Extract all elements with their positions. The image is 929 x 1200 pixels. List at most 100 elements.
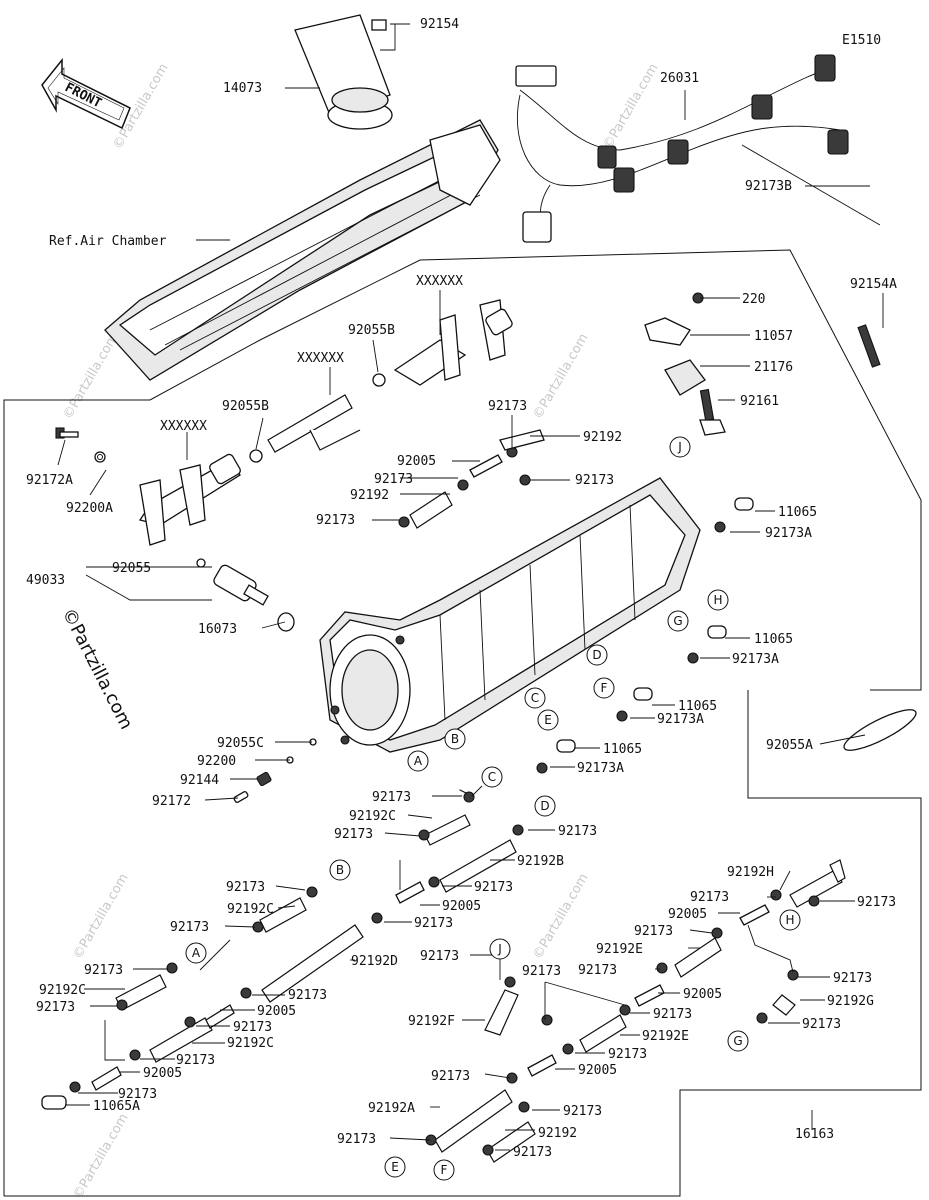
label-xxxxxx-rail: XXXXXX [416,274,463,289]
watermark-main: ©Partzilla.com [58,605,137,733]
label-92200a: 92200A [66,501,113,516]
label-92173-g1: 92173 [833,971,872,986]
label-92173-a2: 92173 [36,1000,75,1015]
svg-text:C: C [531,691,539,705]
label-92173-e4: 92173 [563,1104,602,1119]
label-92192-top: 92192 [583,430,622,445]
t-fittings [91,429,770,1091]
label-92192-e: 92192 [538,1126,577,1141]
o-ring-large [843,709,917,751]
svg-text:D: D [540,799,549,813]
connector-a-upper: A [407,750,429,772]
label-92192h: 92192H [727,865,774,880]
label-92172: 92172 [152,794,191,809]
label-92173-a1: 92173 [84,963,123,978]
svg-text:C: C [488,770,496,784]
label-92055a: 92055A [766,738,813,753]
label-92173-h3: 92173 [634,924,673,939]
air-chamber [104,119,501,381]
watermark: ©Partzilla.com [530,871,591,962]
intake-manifold-assembly [319,477,701,753]
svg-text:H: H [785,913,794,927]
label-92055: 92055 [112,561,151,576]
front-arrow: FRONT [41,57,131,130]
label-92192-mid: 92192 [350,488,389,503]
label-92173-c1: 92173 [372,790,411,805]
label-92005-top: 92005 [397,454,436,469]
label-92173a-3: 92173A [657,712,704,727]
label-92192e-h: 92192E [596,942,643,957]
clamp-bracket-cluster [644,292,881,436]
svg-text:J: J [497,942,502,956]
label-21176: 21176 [754,360,793,375]
label-92173-e2: 92173 [608,1047,647,1062]
label-92005-e2: 92005 [578,1063,617,1078]
label-11065a: 11065A [93,1099,140,1114]
label-92005-a: 92005 [143,1066,182,1081]
connector-c-upper: C [524,687,546,709]
svg-text:B: B [451,732,459,746]
watermark: ©Partzilla.com [600,61,661,152]
label-92144: 92144 [180,773,219,788]
label-92173-h4: 92173 [578,963,617,978]
label-92173-b1: 92173 [226,880,265,895]
connector-c-lower: C [481,766,503,788]
label-92173-top: 92173 [488,399,527,414]
label-92173-j1: 92173 [420,949,459,964]
connector-a-lower: A [185,942,207,964]
svg-text:G: G [733,1034,742,1048]
label-92173-mid: 92173 [374,472,413,487]
section-frames [3,249,922,1197]
fuel-injector [196,558,295,632]
label-92192c-b2: 92192C [227,1036,274,1051]
label-92173-b3: 92173 [288,988,327,1003]
part-labels: 92154 14073 26031 92173B Ref.Air Chamber… [26,17,897,1160]
label-92173-c2: 92173 [334,827,373,842]
label-49033: 49033 [26,573,65,588]
label-92173a-1: 92173A [765,526,812,541]
label-92192d: 92192D [351,954,398,969]
connector-h-lower: H [779,909,801,931]
label-92173-d3: 92173 [414,916,453,931]
label-11065-2: 11065 [754,632,793,647]
svg-text:F: F [441,1163,448,1177]
fuel-rail-right [372,299,513,387]
svg-text:H: H [713,593,722,607]
label-11065-1: 11065 [778,505,817,520]
connector-g-upper: G [667,610,689,632]
watermark: ©Partzilla.com [70,1111,131,1200]
label-92192c-a: 92192C [39,983,86,998]
fuel-pipe-middle [249,394,361,463]
label-xxxxxx-pipe: XXXXXX [297,351,344,366]
label-92172a: 92172A [26,473,73,488]
label-ref-air-chamber: Ref.Air Chamber [49,234,167,249]
connector-b-upper: B [444,728,466,750]
label-220: 220 [742,292,765,307]
label-92173-e5: 92173 [337,1132,376,1147]
svg-text:G: G [673,614,682,628]
label-92173-h1: 92173 [690,890,729,905]
label-92161: 92161 [740,394,779,409]
label-92173-h2: 92173 [857,895,896,910]
connector-b-lower: B [329,859,351,881]
label-92055b-upper: 92055B [348,323,395,338]
label-92192e-e: 92192E [642,1029,689,1044]
svg-text:D: D [592,648,601,662]
svg-text:E: E [391,1160,399,1174]
connector-d-lower: D [534,795,556,817]
connector-j-upper: J [669,436,691,458]
label-92173-b2: 92173 [170,920,209,935]
label-92005-e: 92005 [683,987,722,1002]
connector-markers: J H G D F C E B A C D B A H J G E F [185,436,801,1181]
label-92173-d2: 92173 [474,880,513,895]
label-14073: 14073 [223,81,262,96]
label-92154a: 92154A [850,277,897,292]
label-92173-a3: 92173 [118,1087,157,1102]
label-92154: 92154 [420,17,459,32]
connector-h-upper: H [707,589,729,611]
connector-g-lower: G [727,1030,749,1052]
label-92192c-b: 92192C [227,902,274,917]
svg-text:B: B [336,863,344,877]
label-16163: 16163 [795,1127,834,1142]
label-26031: 26031 [660,71,699,86]
